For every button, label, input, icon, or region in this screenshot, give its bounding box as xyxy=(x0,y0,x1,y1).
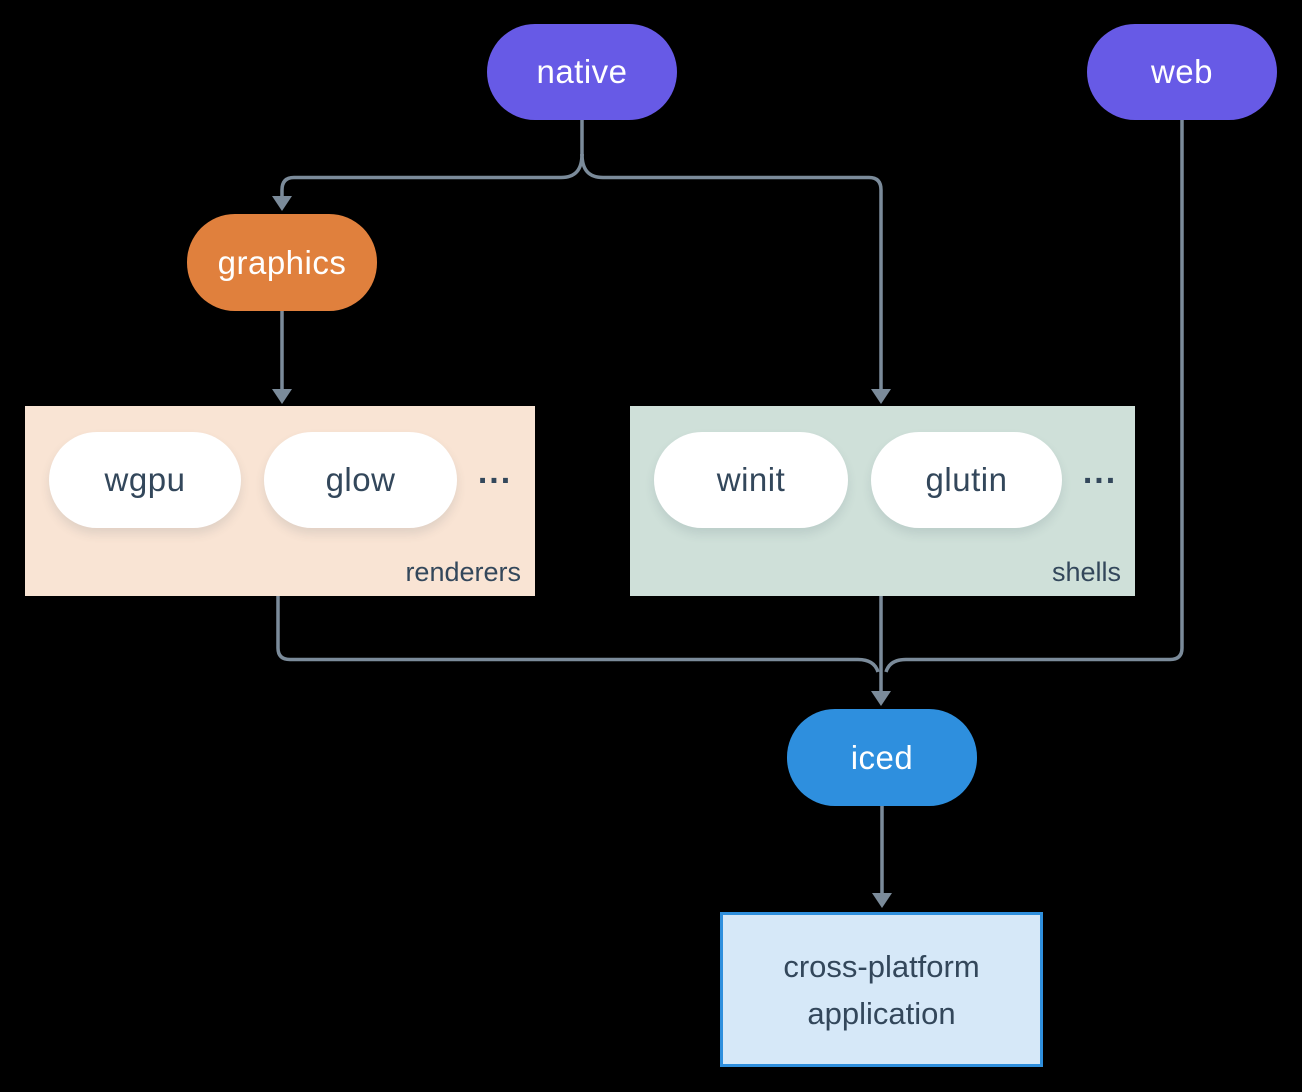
group-shells: winit glutin ... shells xyxy=(630,406,1135,596)
node-native-label: native xyxy=(536,53,628,90)
group-renderers: wgpu glow ... renderers xyxy=(25,406,535,596)
renderers-ellipsis: ... xyxy=(477,452,513,491)
group-renderers-label: renderers xyxy=(405,557,521,587)
pill-glutin-label: glutin xyxy=(925,461,1008,498)
edge-native-shells xyxy=(580,153,883,389)
pill-winit-label: winit xyxy=(716,461,786,498)
node-iced-label: iced xyxy=(850,738,914,776)
node-application-line1: cross-platform xyxy=(783,948,980,984)
shells-ellipsis: ... xyxy=(1082,452,1118,491)
edge-renderers-iced xyxy=(276,596,880,673)
node-application: cross-platform application xyxy=(720,912,1043,1067)
node-application-line2: application xyxy=(807,995,956,1031)
node-graphics-label: graphics xyxy=(217,243,347,281)
pill-winit: winit xyxy=(654,432,848,528)
pill-wgpu: wgpu xyxy=(49,432,241,528)
pill-glutin: glutin xyxy=(871,432,1062,528)
pill-wgpu-label: wgpu xyxy=(104,461,186,498)
arrowhead-shells xyxy=(871,389,891,404)
arrowhead-application xyxy=(872,893,892,908)
node-native: native xyxy=(487,24,677,120)
node-web: web xyxy=(1087,24,1277,120)
arrowhead-graphics xyxy=(272,196,292,211)
node-graphics: graphics xyxy=(187,214,377,311)
arrowhead-renderers xyxy=(272,389,292,404)
edge-native-graphics xyxy=(280,153,584,196)
arrowhead-iced xyxy=(871,691,891,706)
group-shells-label: shells xyxy=(1051,557,1121,587)
pill-glow-label: glow xyxy=(325,461,396,498)
node-web-label: web xyxy=(1150,53,1214,90)
pill-glow: glow xyxy=(264,432,457,528)
node-iced: iced xyxy=(787,709,977,806)
